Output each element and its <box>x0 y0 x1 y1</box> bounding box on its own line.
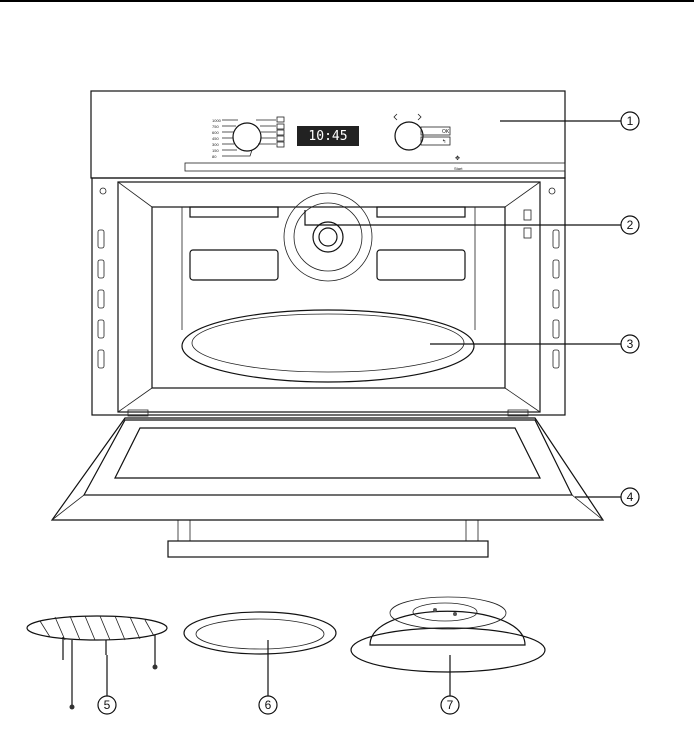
start-icon: ✥ <box>455 155 460 162</box>
svg-text:150: 150 <box>212 148 219 153</box>
svg-text:450: 450 <box>212 136 219 141</box>
plate <box>183 611 337 655</box>
svg-text:3: 3 <box>627 337 634 351</box>
grill-element <box>283 192 373 282</box>
callout-4: 4 <box>620 487 640 507</box>
svg-text:5: 5 <box>104 698 111 712</box>
door-handle <box>167 540 489 558</box>
door <box>50 409 605 558</box>
svg-text:600: 600 <box>212 130 219 135</box>
svg-text:6: 6 <box>265 698 272 712</box>
svg-text:OK: OK <box>442 129 450 135</box>
power-level-labels: 1000 750 600 450 300 150 80 <box>212 118 222 159</box>
back-button <box>420 136 451 146</box>
ok-button <box>420 126 451 136</box>
power-dial <box>232 122 262 152</box>
callout-1: 1 <box>620 111 640 131</box>
svg-text:1: 1 <box>627 114 634 128</box>
control-panel: 1000 750 600 450 300 150 80 10:45 OK ↰ S… <box>90 90 566 179</box>
callout-2: 2 <box>620 215 640 235</box>
turntable <box>181 309 475 383</box>
svg-text:4: 4 <box>627 490 634 504</box>
callout-3: 3 <box>620 334 640 354</box>
callout-5: 5 <box>97 695 117 715</box>
cover <box>350 596 546 673</box>
svg-text:80: 80 <box>212 154 217 159</box>
rack <box>26 615 168 710</box>
svg-text:Start: Start <box>454 166 463 171</box>
selector-dial <box>394 121 424 151</box>
svg-text:300: 300 <box>212 142 219 147</box>
callouts: 1 2 3 4 5 6 7 <box>97 111 640 715</box>
display <box>297 126 359 146</box>
top-rule <box>0 0 694 2</box>
svg-text:1000: 1000 <box>212 118 222 123</box>
callout-6: 6 <box>258 695 278 715</box>
svg-text:2: 2 <box>627 218 634 232</box>
svg-text:750: 750 <box>212 124 219 129</box>
svg-text:7: 7 <box>447 698 454 712</box>
back-arrow-icon: ↰ <box>442 139 446 145</box>
display-time: 10:45 <box>308 129 347 144</box>
oven-cavity <box>91 177 566 416</box>
callout-7: 7 <box>440 695 460 715</box>
